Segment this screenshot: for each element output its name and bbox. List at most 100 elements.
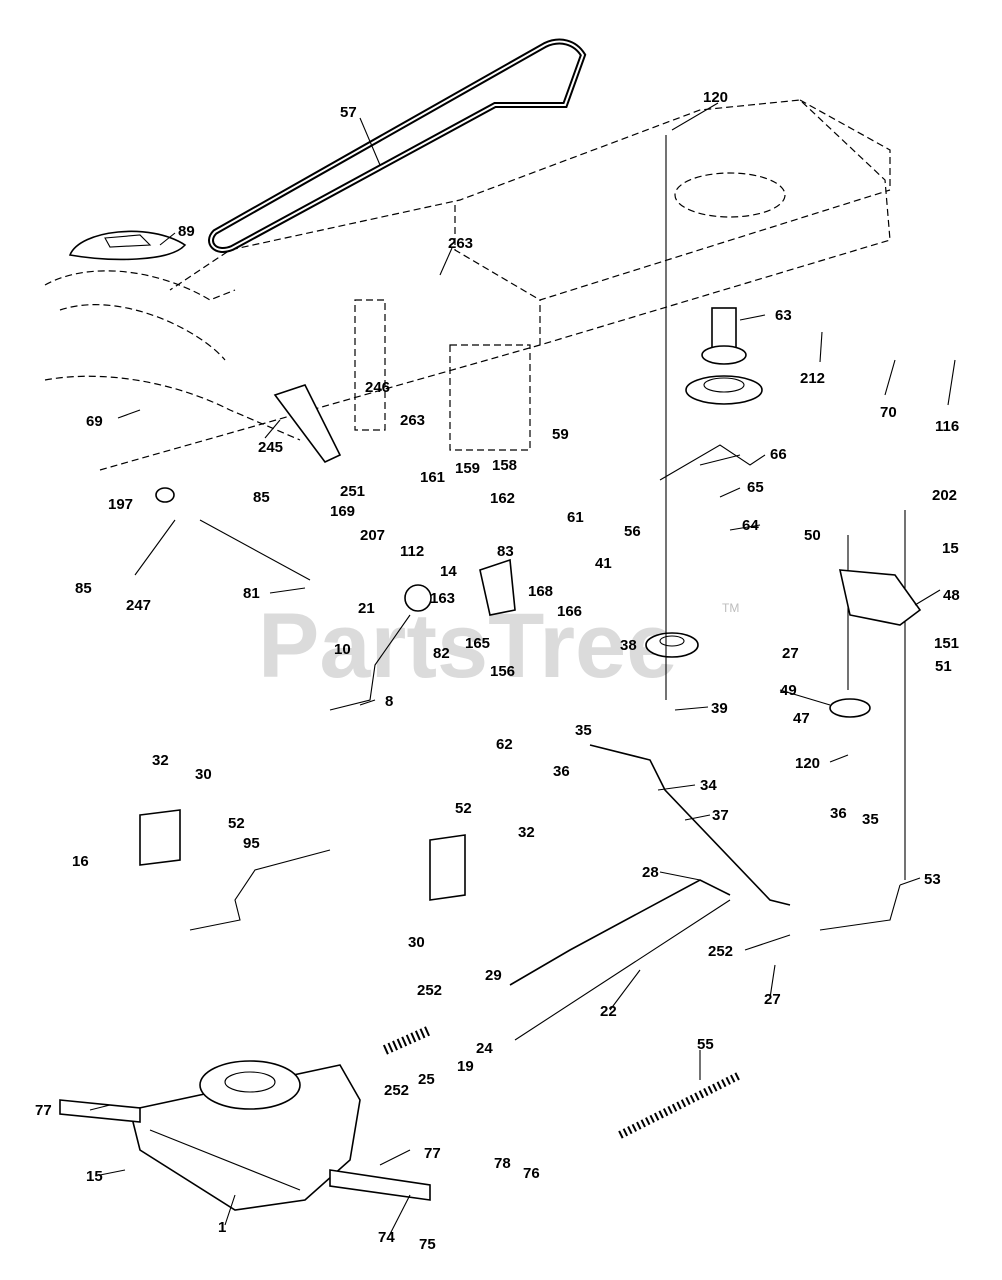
part-label: 63: [775, 307, 792, 324]
part-label: 28: [642, 864, 659, 881]
part-label: 16: [72, 853, 89, 870]
part-label: 1: [218, 1219, 226, 1236]
part-label: 165: [465, 635, 490, 652]
chassis-frame: [44, 99, 891, 471]
rod-34: [589, 744, 791, 906]
pulley-47: [829, 698, 871, 718]
part-label: 36: [830, 805, 847, 822]
part-label: 202: [932, 487, 957, 504]
part-label: 77: [35, 1102, 52, 1119]
part-label: 252: [384, 1082, 409, 1099]
part-label: 35: [862, 811, 879, 828]
part-label: 24: [476, 1040, 493, 1057]
part-label: 76: [523, 1165, 540, 1182]
part-label: 57: [340, 104, 357, 121]
part-label: 70: [880, 404, 897, 421]
part-label: 30: [408, 934, 425, 951]
part-label: 69: [86, 413, 103, 430]
part-label: 27: [764, 991, 781, 1008]
part-label: 35: [575, 722, 592, 739]
part-label: 169: [330, 503, 355, 520]
bracket-83: [479, 558, 516, 616]
part-label: 263: [400, 412, 425, 429]
part-label: 61: [567, 509, 584, 526]
rod-95: [189, 849, 331, 931]
spring-66: [659, 444, 766, 481]
part-label: 56: [624, 523, 641, 540]
part-label: 49: [780, 682, 797, 699]
part-label: 51: [935, 658, 952, 675]
part-label: 41: [595, 555, 612, 572]
part-label: 15: [942, 540, 959, 557]
part-label: 59: [552, 426, 569, 443]
part-label: 64: [742, 517, 759, 534]
part-label: 65: [747, 479, 764, 496]
part-label: 48: [943, 587, 960, 604]
part-label: 22: [600, 1003, 617, 1020]
part-labels: 57 120 89 263 63 212 70 1 16 246 69 245 2…: [35, 89, 960, 1253]
part-label: 162: [490, 490, 515, 507]
lever-8: [329, 614, 411, 711]
bracket-30-mid: [429, 834, 466, 901]
rod-22: [514, 899, 731, 1041]
part-label: 19: [457, 1058, 474, 1075]
part-label: 95: [243, 835, 260, 852]
part-label: 83: [497, 543, 514, 560]
part-label: 151: [934, 635, 959, 652]
rod-28: [509, 879, 731, 986]
part-label: 38: [620, 637, 637, 654]
part-label: 207: [360, 527, 385, 544]
part-label: 55: [697, 1036, 714, 1053]
part-label: 246: [365, 379, 390, 396]
idler-pulley: [685, 307, 763, 405]
part-label: 161: [420, 469, 445, 486]
part-label: 52: [455, 800, 472, 817]
shaft-81: [199, 519, 311, 581]
part-label: 34: [700, 777, 717, 794]
part-label: 36: [553, 763, 570, 780]
part-label: 166: [557, 603, 582, 620]
part-label: 252: [417, 982, 442, 999]
small-pulley: [645, 632, 699, 658]
part-label: 78: [494, 1155, 511, 1172]
part-label: 53: [924, 871, 941, 888]
part-label: 30: [195, 766, 212, 783]
part-label: 37: [712, 807, 729, 824]
part-label: 252: [708, 943, 733, 960]
part-label: 112: [400, 543, 424, 560]
part-label: 82: [433, 645, 450, 662]
part-label: 158: [492, 457, 517, 474]
transaxle: [59, 1060, 431, 1211]
bracket-245: [273, 384, 342, 464]
part-label: 85: [75, 580, 92, 597]
part-label: 197: [108, 496, 133, 513]
part-label: 32: [152, 752, 169, 769]
part-label: 263: [448, 235, 473, 252]
part-label: 89: [178, 223, 195, 240]
part-label: 27: [782, 645, 799, 662]
part-label: 251: [340, 483, 365, 500]
bracket-48: [838, 569, 922, 626]
rod-53: [819, 884, 901, 931]
part-label: 168: [528, 583, 553, 600]
part-label: 66: [770, 446, 787, 463]
part-label: 14: [440, 563, 457, 580]
part-label: 120: [703, 89, 728, 106]
watermark: PartsTree: [258, 595, 677, 697]
part-label: 10: [334, 641, 351, 658]
part-label: 245: [258, 439, 283, 456]
part-label: 85: [253, 489, 270, 506]
part-label: 81: [243, 585, 260, 602]
part-label: 32: [518, 824, 535, 841]
spring-25: [382, 1025, 433, 1055]
part-label: 74: [378, 1229, 395, 1246]
part-label: 29: [485, 967, 502, 984]
pedal-cover: [68, 230, 187, 261]
part-label: 212: [800, 370, 825, 387]
part-label: 75: [419, 1236, 436, 1253]
part-label: 50: [804, 527, 821, 544]
part-label: 15: [86, 1168, 103, 1185]
part-label: 77: [424, 1145, 441, 1162]
part-label: 247: [126, 597, 151, 614]
